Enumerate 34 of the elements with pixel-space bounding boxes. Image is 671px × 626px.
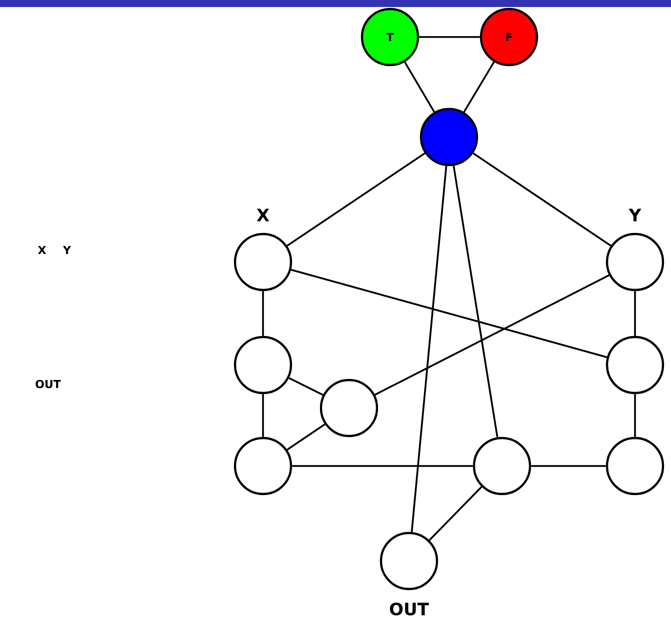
connector-line [410, 166, 448, 532]
connector-line [374, 274, 610, 396]
node-circle [234, 436, 292, 496]
connector-line [634, 394, 636, 437]
connector-line [419, 36, 480, 38]
node-circle [606, 436, 664, 496]
node-circle [234, 336, 292, 394]
connector-line [531, 465, 606, 467]
connector-line [286, 152, 426, 247]
node-caption: X [256, 208, 270, 222]
connector-line [292, 465, 473, 467]
connector-line [262, 394, 264, 437]
connector-line [452, 166, 498, 438]
side-label: X [38, 246, 46, 254]
node-circle [472, 436, 532, 496]
connector-line [288, 377, 324, 396]
side-label: Y [62, 246, 72, 254]
connector-line [262, 291, 264, 336]
connector-line [290, 268, 608, 358]
connector-line [286, 424, 326, 450]
connector-line [463, 61, 495, 113]
connector-line [634, 291, 636, 336]
node-circle [420, 108, 478, 166]
node-circle [234, 232, 292, 292]
node-circle [606, 232, 664, 292]
node-caption: OUT [390, 602, 429, 616]
connector-line [428, 486, 482, 541]
connector-line [472, 152, 612, 247]
node-circle [320, 378, 378, 438]
side-label: OUT [36, 380, 61, 388]
node-caption: Y [628, 208, 642, 222]
node-circle [380, 532, 438, 590]
connector-line [404, 62, 435, 112]
node-circle [606, 336, 664, 394]
